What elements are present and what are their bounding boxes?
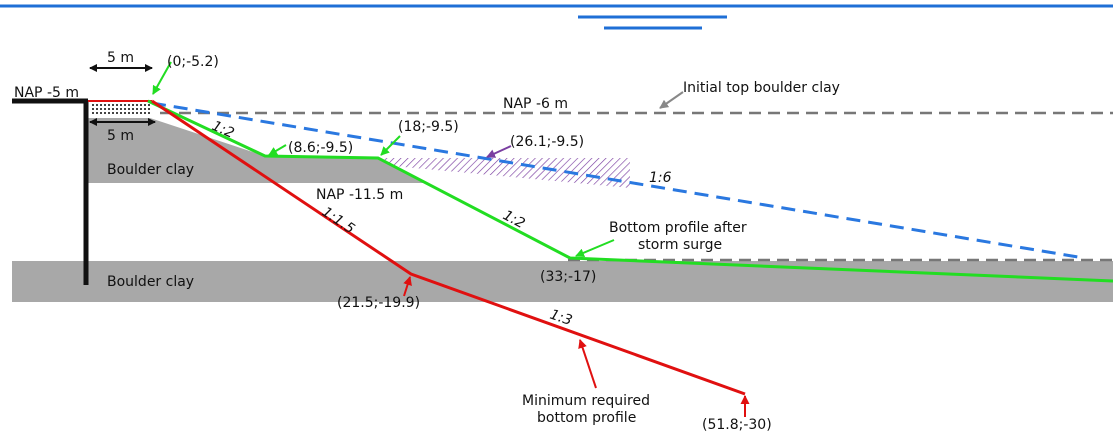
scour-protection-block (90, 101, 152, 115)
label-initial-top-boulder-clay: Initial top boulder clay (683, 80, 840, 96)
label-dim-bottom: 5 m (107, 128, 134, 144)
label-dim-top: 5 m (107, 50, 134, 66)
label-nap-minus-6: NAP -6 m (503, 96, 568, 112)
label-point-p21-5: (21.5;-19.9) (337, 295, 420, 311)
label-point-p26-1: (26.1;-9.5) (510, 134, 584, 150)
label-bottom-profile-after-line1: Bottom profile after (609, 220, 747, 236)
label-slope-green-upper: 1:2 (209, 118, 236, 142)
bottom-profile-after-storm-line (147, 99, 1113, 283)
label-boulder-clay-lower: Boulder clay (107, 274, 194, 290)
pointer-arrow-p0 (152, 61, 172, 95)
label-point-p8-6: (8.6;-9.5) (288, 140, 353, 156)
minimum-required-profile-line (151, 99, 746, 396)
pointer-arrow-p18 (380, 135, 401, 156)
label-minimum-required-line1: Minimum required (522, 393, 650, 409)
label-point-p51-8: (51.8;-30) (702, 417, 772, 433)
pointer-arrow-initial-top (659, 91, 684, 109)
boulder-clay-lower-layer (12, 261, 1113, 302)
label-slope-red-lower: 1:3 (548, 307, 575, 329)
label-boulder-clay-upper: Boulder clay (107, 162, 194, 178)
label-slope-green-lower: 1:2 (500, 207, 527, 232)
pointer-arrow-p26-1 (486, 145, 512, 158)
label-nap-minus-11-5: NAP -11.5 m (316, 187, 403, 203)
label-bottom-profile-after-line2: storm surge (638, 237, 722, 253)
pointer-arrow-minimum-profile (578, 339, 597, 389)
label-point-p18: (18;-9.5) (398, 119, 459, 135)
label-slope-blue-dashed: 1:6 (649, 170, 672, 186)
pointer-arrow-p33 (575, 239, 615, 258)
hatched-erosion-area (378, 158, 630, 188)
label-minimum-required-line2: bottom profile (537, 410, 636, 426)
pointer-arrow-p21-5 (403, 276, 412, 297)
boulder-clay-upper-layer (88, 118, 425, 183)
label-point-p33: (33;-17) (540, 269, 596, 285)
label-slope-red-upper: 1:1.5 (319, 204, 358, 237)
pointer-arrow-p8-6 (268, 144, 287, 156)
label-nap-minus-5: NAP -5 m (14, 85, 79, 101)
label-point-p0: (0;-5.2) (167, 54, 219, 70)
slope-1-6-dashed-line (151, 101, 1079, 259)
